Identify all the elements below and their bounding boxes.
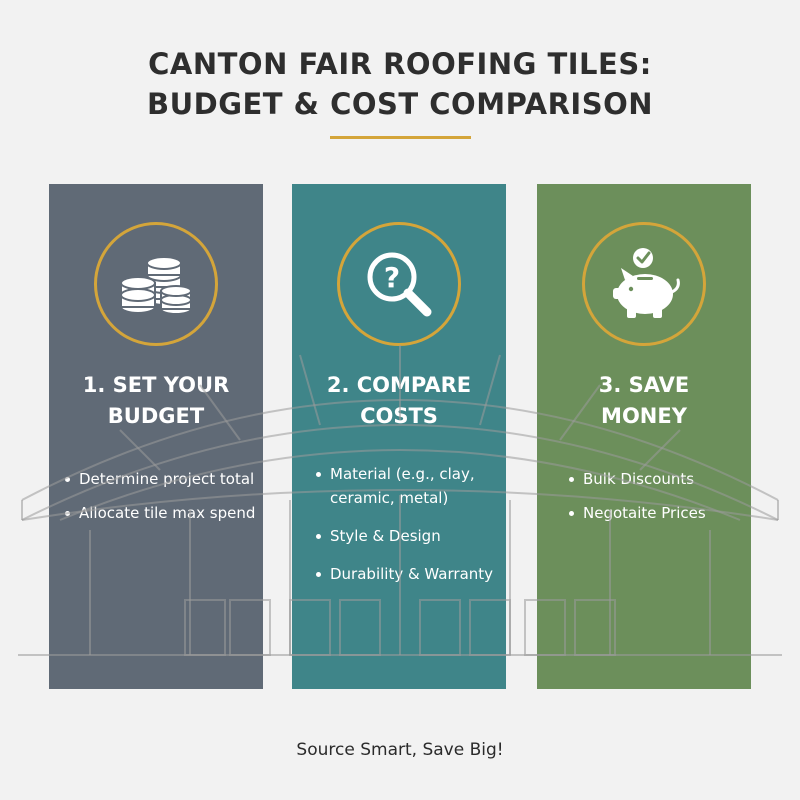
list-item: Bulk Discounts [567, 467, 767, 491]
page-title: CANTON FAIR ROOFING TILES: BUDGET & COST… [0, 44, 800, 124]
svg-text:?: ? [384, 261, 400, 294]
budget-bullets: Determine project total Allocate tile ma… [63, 467, 263, 535]
save-heading: 3. SAVE MONEY [537, 370, 751, 432]
budget-heading: 1. SET YOUR BUDGET [49, 370, 263, 432]
list-item: Durability & Warranty [314, 562, 514, 586]
title-line-1: CANTON FAIR ROOFING TILES: [148, 47, 652, 81]
piggy-bank-check-icon [613, 248, 680, 318]
footer-tagline: Source Smart, Save Big! [296, 740, 504, 760]
compare-column: ? 2. COMPARE COSTS Material (e.g., clay,… [292, 184, 506, 689]
list-item: Style & Design [314, 524, 514, 548]
compare-heading: 2. COMPARE COSTS [292, 370, 506, 432]
budget-heading-line-1: 1. SET YOUR [82, 373, 230, 397]
budget-column: 1. SET YOUR BUDGET Determine project tot… [49, 184, 263, 689]
list-item: Material (e.g., clay, ceramic, metal) [314, 462, 514, 510]
list-item: Determine project total [63, 467, 263, 491]
coins-stack-icon [120, 256, 192, 315]
save-heading-line-1: 3. SAVE [598, 373, 690, 397]
compare-heading-line-2: COSTS [360, 404, 438, 428]
save-bullets: Bulk Discounts Negotaite Prices [567, 467, 767, 535]
save-heading-line-2: MONEY [601, 404, 687, 428]
list-item: Negotaite Prices [567, 501, 767, 525]
budget-heading-line-2: BUDGET [107, 404, 205, 428]
budget-icon-ring [94, 222, 218, 346]
title-divider [330, 136, 471, 139]
compare-bullets: Material (e.g., clay, ceramic, metal) St… [314, 462, 514, 600]
list-item: Allocate tile max spend [63, 501, 263, 525]
magnifier-question-icon: ? [367, 252, 432, 317]
compare-heading-line-1: 2. COMPARE [326, 373, 472, 397]
compare-icon-ring: ? [337, 222, 461, 346]
save-icon-ring [582, 222, 706, 346]
title-line-2: BUDGET & COST COMPARISON [146, 87, 654, 121]
save-column: 3. SAVE MONEY Bulk Discounts Negotaite P… [537, 184, 751, 689]
